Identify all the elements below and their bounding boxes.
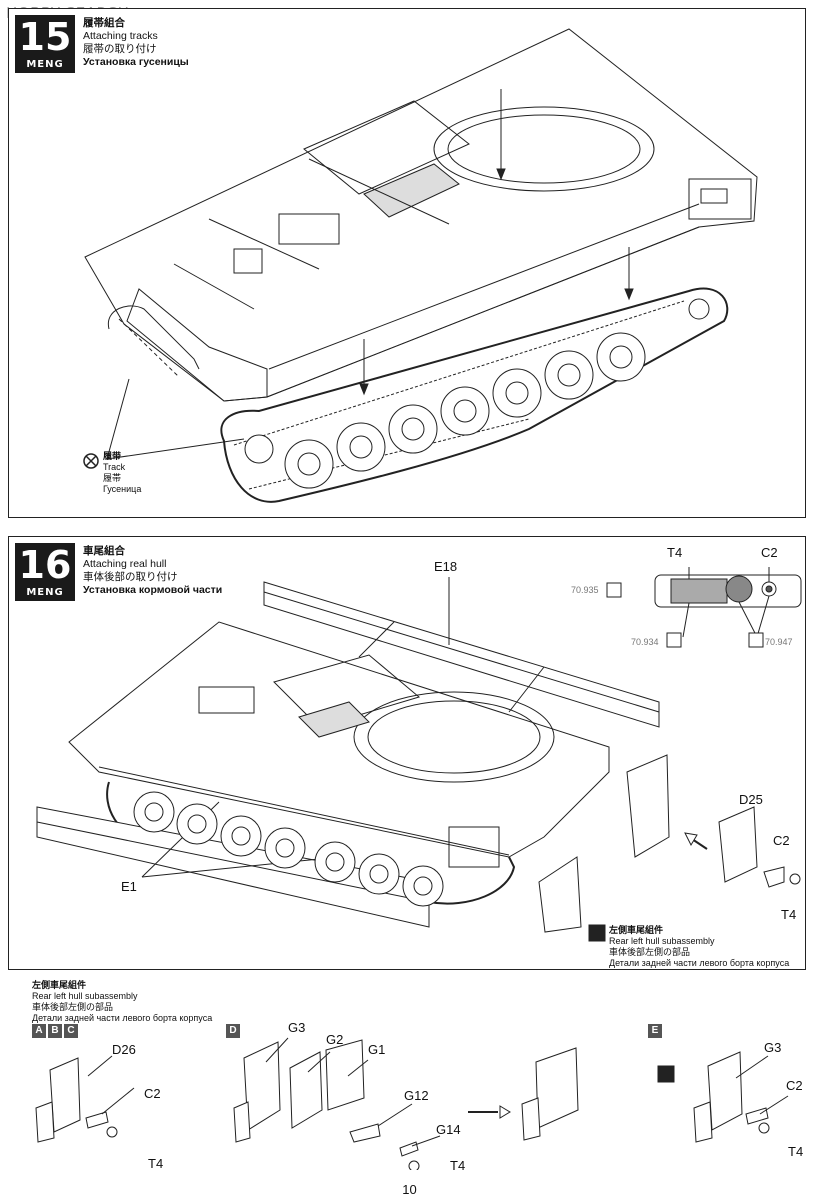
paint-code: 70.935 — [571, 585, 599, 595]
part-c2-top: C2 — [761, 545, 778, 560]
sub-title-cn: 左側車尾組件 — [32, 980, 87, 990]
title-en: Attaching real hull — [83, 558, 167, 570]
step-15-panel: 15 MENG 履帯組合 Attaching tracks 履帯の取り付け Ус… — [8, 8, 806, 518]
brand-logo: MENG — [26, 59, 64, 70]
step-16-titles: 車尾組合 Attaching real hull 車体後部の取り付け Устан… — [83, 545, 222, 597]
part-t4: T4 — [450, 1158, 466, 1173]
part-g12: G12 — [404, 1088, 429, 1103]
title-cn: 車尾組合 — [83, 545, 125, 557]
part-g2: G2 — [326, 1032, 344, 1047]
brand-logo: MENG — [26, 587, 64, 598]
version-badge-c: C — [64, 1024, 78, 1038]
part-e1: E1 — [121, 879, 137, 894]
subassembly-reference: 左側車尾組件 Rear left hull subassembly 車体後部左側… — [609, 925, 789, 969]
title-en: Attaching tracks — [83, 30, 158, 42]
version-badge-b: B — [48, 1024, 62, 1038]
version-badge-d: D — [226, 1024, 240, 1038]
subassembly-drawing — [35, 1037, 789, 1170]
track-label-cn: 履带 — [103, 451, 122, 461]
step-16-badge: 16 MENG — [15, 543, 75, 601]
part-t4: T4 — [781, 907, 797, 922]
ref-jp: 車体後部左側の部品 — [609, 947, 691, 957]
part-c2: C2 — [786, 1078, 803, 1093]
part-t4: T4 — [788, 1144, 804, 1159]
version-badge-e: E — [648, 1024, 662, 1038]
part-g1: G1 — [368, 1042, 386, 1057]
part-t4: T4 — [148, 1156, 164, 1171]
part-c2: C2 — [773, 833, 790, 848]
version-badge-a: A — [32, 1024, 46, 1038]
step-15-drawing — [83, 28, 758, 503]
page-number: 10 — [402, 1182, 417, 1197]
sub-title-en: Rear left hull subassembly — [32, 991, 138, 1001]
step-number: 15 — [18, 15, 72, 59]
part-g3: G3 — [764, 1040, 782, 1055]
paint-code: 70.947 — [765, 637, 793, 647]
track-label: 履带 Track 履帯 Гусеница — [103, 451, 141, 495]
sub-title-jp: 車体後部左側の部品 — [32, 1002, 114, 1012]
step-16-drawing — [36, 567, 802, 942]
track-label-jp: 履帯 — [103, 473, 122, 483]
paint-code: 70.934 — [631, 637, 659, 647]
sub-title-ru: Детали задней части левого борта корпуса — [32, 1013, 213, 1023]
part-d26: D26 — [112, 1042, 136, 1057]
part-g14: G14 — [436, 1122, 461, 1137]
step-15-badge: 15 MENG — [15, 15, 75, 73]
title-ru: Установка кормовой части — [83, 584, 223, 596]
title-jp: 車体後部の取り付け — [83, 571, 178, 583]
ref-en: Rear left hull subassembly — [609, 936, 715, 946]
part-g3: G3 — [288, 1020, 306, 1035]
ref-cn: 左側車尾組件 — [609, 925, 664, 935]
title-ru: Установка гусеницы — [83, 56, 189, 68]
part-c2: C2 — [144, 1086, 161, 1101]
track-label-en: Track — [103, 462, 126, 472]
title-cn: 履帯組合 — [83, 17, 125, 29]
step-number: 16 — [18, 543, 72, 587]
step-16-panel: 16 MENG 車尾組合 Attaching real hull 車体後部の取り… — [8, 536, 806, 970]
subassembly-section: 左側車尾組件 Rear left hull subassembly 車体後部左側… — [8, 980, 804, 1173]
track-label-ru: Гусеница — [103, 484, 142, 494]
part-t4-top: T4 — [667, 545, 683, 560]
part-d25: D25 — [739, 792, 763, 807]
title-jp: 履帯の取り付け — [83, 43, 157, 55]
ref-ru: Детали задней части левого борта корпуса — [609, 958, 790, 968]
step-15-titles: 履帯組合 Attaching tracks 履帯の取り付け Установка … — [83, 17, 189, 69]
subassembly-titles: 左側車尾組件 Rear left hull subassembly 車体後部左側… — [32, 980, 212, 1024]
part-e18: E18 — [434, 559, 458, 574]
